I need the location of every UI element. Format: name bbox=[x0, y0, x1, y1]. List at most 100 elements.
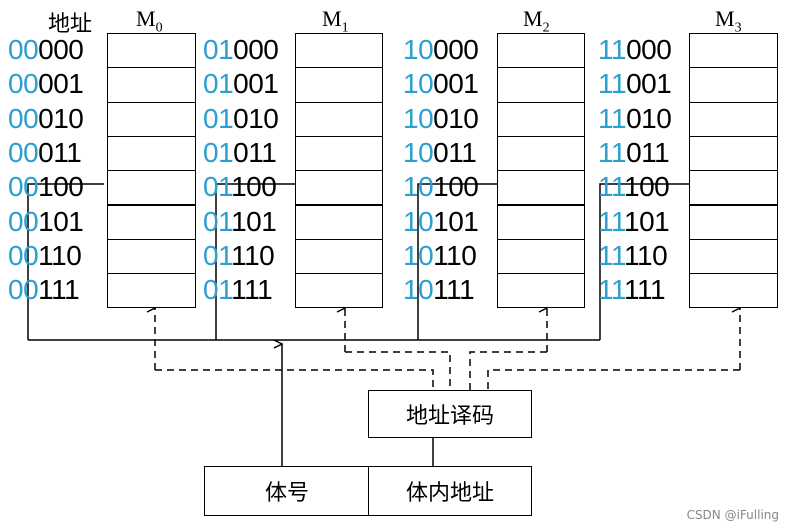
module-title: M3 bbox=[715, 6, 742, 36]
memory-cell bbox=[295, 67, 383, 103]
bank-bits: 10 bbox=[403, 68, 434, 100]
cell-address: 10111 bbox=[403, 274, 475, 306]
bank-bits: 11 bbox=[598, 239, 625, 271]
intra-bank-address-field: 体内地址 bbox=[368, 466, 532, 516]
cell-address: 10100 bbox=[403, 172, 479, 202]
cell-address: 11000 bbox=[598, 34, 672, 65]
cell-address: 00011 bbox=[8, 136, 82, 168]
memory-cell bbox=[295, 273, 383, 309]
bank-bits: 11 bbox=[598, 34, 627, 65]
memory-cell bbox=[295, 33, 383, 69]
memory-cell bbox=[689, 135, 778, 172]
cell-address: 01100 bbox=[203, 171, 277, 203]
cell-address: 10001 bbox=[403, 68, 479, 100]
cell-address: 00101 bbox=[8, 205, 84, 237]
bank-bits: 11 bbox=[598, 205, 625, 237]
memory-cell bbox=[107, 101, 196, 137]
bank-bits: 00 bbox=[8, 171, 39, 203]
cell-address: 00010 bbox=[8, 102, 84, 134]
bank-bits: 11 bbox=[598, 136, 627, 168]
memory-cell bbox=[689, 273, 778, 309]
bank-bits: 00 bbox=[8, 205, 39, 237]
memory-cell bbox=[107, 204, 196, 240]
memory-cell bbox=[107, 273, 196, 309]
memory-cell bbox=[689, 170, 778, 206]
offset-bits: 001 bbox=[38, 68, 84, 100]
module-name: M bbox=[136, 6, 156, 31]
bank-bits: 00 bbox=[8, 34, 39, 65]
memory-cell bbox=[689, 67, 778, 103]
bank-bits: 10 bbox=[403, 102, 434, 134]
offset-bits: 111 bbox=[38, 274, 80, 306]
offset-bits: 111 bbox=[624, 274, 666, 306]
decoder-select-lines bbox=[155, 308, 740, 390]
address-decoder-box: 地址译码 bbox=[368, 390, 532, 438]
cell-address: 01010 bbox=[203, 102, 279, 134]
bank-bits: 00 bbox=[8, 136, 39, 168]
bank-bits: 10 bbox=[403, 274, 434, 306]
memory-cell bbox=[689, 204, 778, 240]
module-title: M0 bbox=[136, 6, 163, 36]
offset-bits: 011 bbox=[626, 136, 670, 168]
cell-address: 10101 bbox=[403, 206, 479, 237]
cell-address: 00001 bbox=[8, 68, 84, 100]
bank-bits: 11 bbox=[598, 102, 627, 134]
cell-address: 10011 bbox=[403, 136, 477, 168]
offset-bits: 000 bbox=[433, 34, 479, 65]
memory-cell bbox=[497, 238, 585, 275]
cell-address: 11100 bbox=[598, 171, 670, 203]
offset-bits: 111 bbox=[231, 274, 273, 306]
cell-address: 11011 bbox=[598, 136, 670, 168]
bank-number-field: 体号 bbox=[204, 466, 370, 516]
bank-bits: 10 bbox=[403, 34, 434, 65]
cell-address: 01111 bbox=[203, 274, 273, 306]
offset-bits: 001 bbox=[433, 68, 479, 100]
module-title: M2 bbox=[523, 6, 550, 36]
memory-cell bbox=[295, 135, 383, 172]
bank-bits: 01 bbox=[203, 136, 234, 168]
bank-bits: 01 bbox=[203, 68, 234, 100]
memory-cell bbox=[689, 33, 778, 69]
bank-bits: 01 bbox=[203, 274, 232, 306]
cell-address: 01000 bbox=[203, 34, 279, 65]
cell-address: 01001 bbox=[203, 68, 279, 100]
offset-bits: 010 bbox=[626, 102, 672, 134]
cell-address: 00100 bbox=[8, 171, 84, 203]
offset-bits: 101 bbox=[624, 205, 670, 237]
cell-address: 10000 bbox=[403, 34, 479, 65]
module-index: 1 bbox=[341, 20, 349, 36]
offset-bits: 001 bbox=[233, 68, 279, 100]
bank-bits: 01 bbox=[203, 102, 234, 134]
memory-cell bbox=[497, 170, 585, 206]
offset-bits: 010 bbox=[38, 102, 84, 134]
offset-bits: 000 bbox=[233, 34, 279, 65]
bank-bits: 11 bbox=[598, 171, 625, 203]
cell-address: 01110 bbox=[203, 240, 275, 271]
cell-address: 01011 bbox=[203, 136, 277, 168]
cell-address: 00000 bbox=[8, 34, 84, 65]
address-column-label: 地址 bbox=[48, 12, 93, 37]
bank-bits: 01 bbox=[203, 34, 234, 65]
memory-cell bbox=[497, 204, 585, 240]
memory-cell bbox=[497, 135, 585, 172]
offset-bits: 110 bbox=[38, 239, 82, 271]
cell-address: 00110 bbox=[8, 239, 82, 271]
module-index: 2 bbox=[542, 20, 550, 36]
bank-bits: 00 bbox=[8, 68, 39, 100]
module-name: M bbox=[322, 6, 342, 31]
offset-bits: 001 bbox=[626, 68, 672, 100]
memory-cell bbox=[689, 238, 778, 275]
bank-bits: 01 bbox=[203, 171, 232, 203]
cell-address: 01101 bbox=[203, 206, 277, 237]
offset-bits: 011 bbox=[433, 136, 477, 168]
cell-address: 11001 bbox=[598, 68, 672, 100]
offset-bits: 011 bbox=[233, 136, 277, 168]
memory-cell bbox=[295, 204, 383, 240]
offset-bits: 100 bbox=[624, 171, 670, 203]
module-name: M bbox=[715, 6, 735, 31]
offset-bits: 000 bbox=[38, 34, 84, 65]
offset-bits: 000 bbox=[626, 34, 672, 65]
memory-cell bbox=[107, 33, 196, 69]
